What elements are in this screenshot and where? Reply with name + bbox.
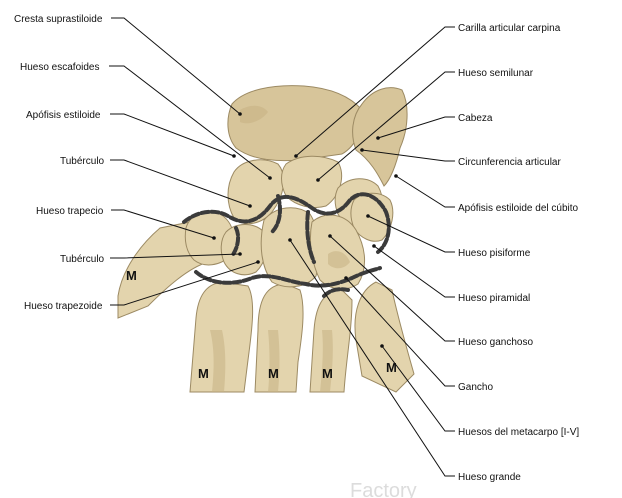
- leader-hueso-piramidal: [373, 245, 455, 298]
- pointer-apofisis-estiloide-cubito: [394, 174, 398, 178]
- leader-tuberculo-2: [110, 253, 241, 259]
- pointer-hueso-trapezoide: [256, 260, 260, 264]
- bone-illustration: M M M M M: [117, 85, 415, 393]
- pointer-cabeza: [376, 136, 380, 140]
- label-hueso-escafoides: Hueso escafoides: [20, 62, 100, 73]
- metacarpal-mark: M: [322, 366, 333, 381]
- leader-apofisis-estiloide: [110, 113, 235, 157]
- label-hueso-grande: Hueso grande: [458, 472, 521, 483]
- pointer-hueso-grande: [288, 238, 292, 242]
- carpometacarpal-joint-line: [194, 266, 382, 288]
- leader-hueso-ganchoso: [329, 235, 455, 342]
- pointer-carilla-articular-carpina: [294, 154, 298, 158]
- label-hueso-trapecio: Hueso trapecio: [36, 206, 104, 217]
- leader-apofisis-estiloide-cubito: [395, 175, 455, 208]
- pointer-hueso-piramidal: [372, 244, 376, 248]
- right-labels: Carilla articular carpina Hueso semiluna…: [288, 23, 579, 483]
- label-cabeza: Cabeza: [458, 113, 493, 124]
- pointer-cresta-suprastiloide: [238, 112, 242, 116]
- pointer-circunferencia-articular: [360, 148, 364, 152]
- label-carilla-articular-carpina: Carilla articular carpina: [458, 23, 561, 34]
- pointer-hueso-pisiforme: [366, 214, 370, 218]
- leader-hueso-escafoides: [109, 65, 271, 179]
- leader-hueso-semilunar: [317, 71, 455, 181]
- label-hueso-ganchoso: Hueso ganchoso: [458, 337, 533, 348]
- label-huesos-metacarpo: Huesos del metacarpo [I-V]: [458, 427, 579, 438]
- label-hueso-piramidal: Hueso piramidal: [458, 293, 530, 304]
- lunate: [281, 155, 342, 209]
- leader-gancho: [345, 277, 455, 387]
- pointer-hueso-semilunar: [316, 178, 320, 182]
- watermark: Factory: [350, 480, 417, 498]
- label-hueso-trapezoide: Hueso trapezoide: [24, 301, 103, 312]
- pointer-tuberculo-1: [248, 204, 252, 208]
- pointer-hueso-escafoides: [268, 176, 272, 180]
- metacarpal-mark: M: [126, 268, 137, 283]
- leader-hueso-trapezoide: [110, 261, 259, 306]
- metacarpal-mark: M: [386, 360, 397, 375]
- label-apofisis-estiloide-cubito: Apófisis estiloide del cúbito: [458, 203, 579, 214]
- label-gancho: Gancho: [458, 382, 493, 393]
- metacarpal-mark: M: [198, 366, 209, 381]
- label-cresta-suprastiloide: Cresta suprastiloide: [14, 14, 103, 25]
- label-tuberculo-2: Tubérculo: [60, 254, 105, 265]
- left-labels: Cresta suprastiloide Hueso escafoides Ap…: [14, 14, 272, 312]
- label-apofisis-estiloide: Apófisis estiloide: [26, 110, 101, 121]
- label-tuberculo-1: Tubérculo: [60, 156, 105, 167]
- leader-tuberculo-1: [110, 159, 251, 207]
- midcarpal-joint-line: [182, 192, 391, 254]
- leader-cresta-suprastiloide: [111, 17, 241, 115]
- pointer-hueso-trapecio: [212, 236, 216, 240]
- leader-hueso-grande: [289, 239, 455, 477]
- leader-carilla-articular-carpina: [295, 26, 455, 157]
- pointer-apofisis-estiloide: [232, 154, 236, 158]
- label-hueso-pisiforme: Hueso pisiforme: [458, 248, 531, 259]
- leader-cabeza: [377, 116, 455, 139]
- metacarpal-5: [354, 281, 415, 393]
- ulna: [352, 87, 408, 187]
- radiocarpal-joint-line: [230, 194, 350, 298]
- leader-huesos-metacarpo: [381, 345, 455, 432]
- metacarpal-mark: M: [268, 366, 279, 381]
- trapezoid: [220, 224, 268, 276]
- leader-hueso-trapecio: [111, 209, 215, 239]
- pointer-huesos-metacarpo: [380, 344, 384, 348]
- pointer-gancho: [344, 276, 348, 280]
- leader-hueso-pisiforme: [367, 215, 455, 253]
- metacarpal-1: [117, 221, 209, 319]
- leader-circunferencia-articular: [361, 149, 455, 162]
- pointer-hueso-ganchoso: [328, 234, 332, 238]
- pointer-tuberculo-2: [238, 252, 242, 256]
- label-hueso-semilunar: Hueso semilunar: [458, 68, 534, 79]
- metacarpal-3: [254, 283, 304, 393]
- label-circunferencia-articular: Circunferencia articular: [458, 157, 561, 168]
